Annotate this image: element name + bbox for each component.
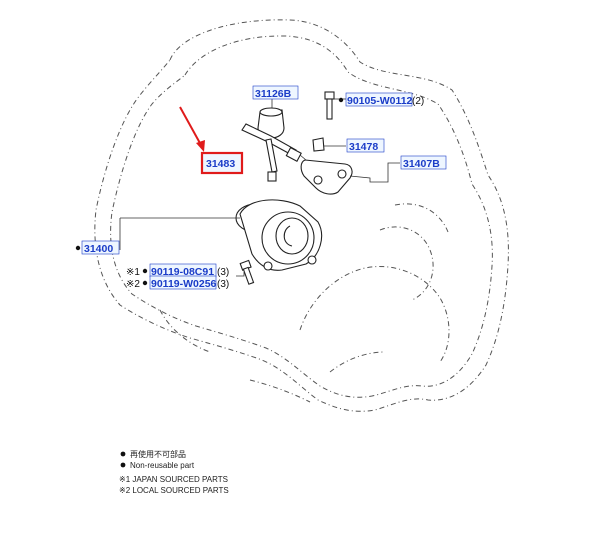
bolt-part-drawing [324, 91, 346, 120]
svg-text:31126B: 31126B [255, 88, 292, 100]
label-31126B[interactable]: 31126B [252, 85, 299, 100]
svg-text:31407B: 31407B [403, 158, 440, 170]
svg-text:31483: 31483 [206, 158, 235, 170]
legend-nonreusable-jp: 再使用不可部品 [130, 449, 186, 459]
label-31400[interactable]: 31400 [75, 240, 120, 255]
label-90105-W0112[interactable]: 90105-W0112 (2) [338, 92, 424, 107]
svg-text:90105-W0112: 90105-W0112 [347, 95, 413, 107]
svg-text:※1: ※1 [126, 267, 140, 278]
label-31478[interactable]: 31478 [346, 138, 385, 153]
legend-nonreusable-en: Non-reusable part [130, 461, 195, 470]
svg-text:90119-W0256: 90119-W0256 [151, 278, 217, 290]
legend: 再使用不可部品 Non-reusable part ※1 JAPAN SOURC… [119, 449, 229, 495]
label-31483-highlighted[interactable]: 31483 [200, 151, 244, 175]
svg-text:90119-08C91: 90119-08C91 [151, 266, 214, 278]
mount-bolt-drawing [236, 259, 255, 285]
svg-text:※2: ※2 [126, 279, 140, 290]
highlight-arrow [179, 106, 205, 152]
legend-note-1: ※1 JAPAN SOURCED PARTS [119, 475, 228, 484]
svg-text:(3): (3) [217, 267, 229, 278]
label-90119-08C91[interactable]: ※1 90119-08C91 (3) [126, 263, 229, 278]
legend-note-2: ※2 LOCAL SOURCED PARTS [119, 486, 229, 495]
svg-text:(3): (3) [217, 279, 229, 290]
svg-text:(2): (2) [412, 96, 424, 107]
svg-text:31400: 31400 [84, 243, 113, 255]
svg-text:31478: 31478 [349, 141, 378, 153]
label-90119-W0256[interactable]: ※2 90119-W0256 (3) [126, 275, 229, 290]
release-cylinder-drawing [119, 199, 323, 271]
bracket-part-drawing [312, 137, 346, 152]
tube-part-drawing [241, 123, 302, 182]
fork-part-drawing [300, 159, 400, 195]
label-31407B[interactable]: 31407B [400, 155, 447, 170]
